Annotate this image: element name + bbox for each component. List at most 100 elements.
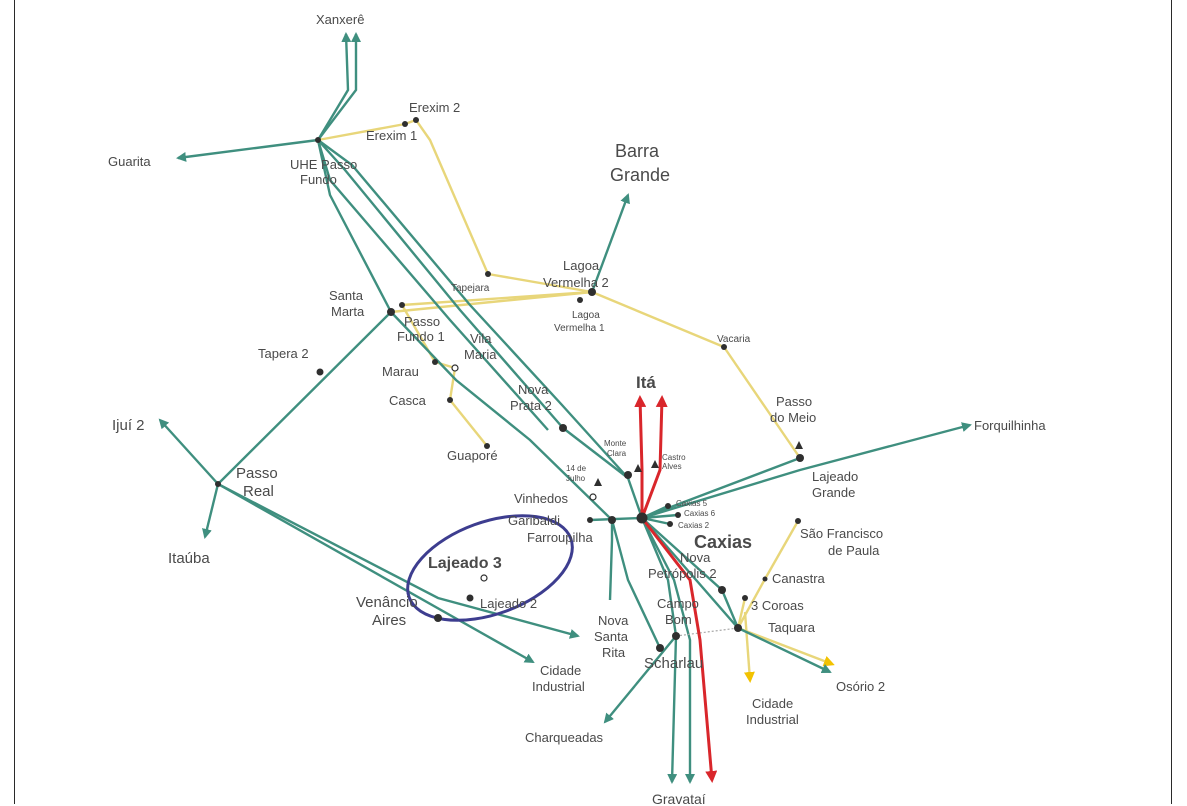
- line-santamarta-passoreal: [217, 311, 392, 485]
- label-ijui2: Ijuí 2: [112, 417, 145, 434]
- line-uhe-guarita: [176, 138, 319, 162]
- node-farroupilha: [608, 516, 616, 524]
- label-saofrancisco-1: São Francisco: [800, 526, 883, 541]
- node-uhe: [315, 137, 321, 143]
- node-vinhedos: [589, 493, 597, 501]
- label-lajeado2: Lajeado 2: [480, 596, 537, 611]
- line-passoreal-itauba: [202, 483, 220, 539]
- label-campobom-2: Bom: [665, 612, 692, 627]
- label-cidadeindE-1: Cidade: [752, 696, 793, 711]
- dotted-link-campo-taquara: [675, 627, 739, 637]
- line-passoreal-novasanta: [217, 482, 580, 639]
- line-uhe-caxias-1: [317, 139, 629, 479]
- label-scharlau: Scharlau: [644, 655, 703, 672]
- node-3coroas: [742, 595, 748, 601]
- label-uhe-1: UHE Passo: [290, 157, 357, 172]
- node-passoreal: [215, 481, 221, 487]
- label-novaprata-1: Nova: [518, 382, 549, 397]
- label-farroupilha: Farroupilha: [527, 530, 594, 545]
- node-guapore: [484, 443, 490, 449]
- green-lines: [158, 32, 972, 784]
- node-lagoa2: [588, 288, 596, 296]
- node-tapejara: [485, 271, 491, 277]
- line-caxias-scharlau: [610, 519, 662, 649]
- label-vila-1: Vila: [470, 331, 492, 346]
- line-vila-casca: [448, 367, 457, 401]
- label-ita: Itá: [636, 373, 656, 392]
- line-erexim-tapejara: [415, 119, 490, 275]
- line-lagoa-vacaria: [591, 290, 725, 349]
- node-caxias2: [667, 521, 673, 527]
- line-caxias-forquilhinha: [641, 422, 972, 520]
- node-lagoa1: [577, 297, 583, 303]
- substation-nodes: [215, 117, 804, 652]
- line-vacaria-lajeado: [723, 346, 801, 459]
- node-marau: [432, 359, 438, 365]
- map-labels: Xanxerê Erexim 2 Erexim 1 Guarita UHE Pa…: [108, 12, 1046, 806]
- label-osorio2: Osório 2: [836, 679, 885, 694]
- label-barra-2: Grande: [610, 165, 670, 185]
- line-passoreal-ijui: [158, 418, 219, 485]
- node-lajeadogrande: [796, 454, 804, 462]
- label-novapetropolis-2: Petrópolis 2: [648, 566, 717, 581]
- line-passoreal-cidade: [217, 482, 535, 664]
- red-lines: [634, 395, 718, 783]
- node-erexim2: [413, 117, 419, 123]
- line-santamarta-caxias: [390, 311, 613, 521]
- line-tapejara-lagoa: [487, 272, 593, 294]
- node-scharlau: [656, 644, 664, 652]
- label-passomeio-1: Passo: [776, 394, 812, 409]
- label-lagoa2-2: Vermelha 2: [543, 275, 609, 290]
- line-uhe-xanxere-b: [317, 32, 361, 141]
- node-lajeado3: [480, 574, 488, 582]
- triangle-14dejulho: [594, 478, 602, 486]
- label-cidadeind-2: Industrial: [532, 679, 585, 694]
- node-caxias5: [665, 503, 671, 509]
- label-campobom-1: Campo: [657, 596, 699, 611]
- line-taquara-osorio-y: [737, 626, 835, 667]
- line-lagoa-passofundo: [401, 290, 593, 307]
- label-passomeio-2: do Meio: [770, 410, 816, 425]
- line-garibaldi-caxias: [589, 516, 643, 522]
- label-saofrancisco-2: de Paula: [828, 543, 880, 558]
- node-campobom: [672, 632, 680, 640]
- label-venancio-1: Venâncio: [356, 594, 418, 611]
- label-garibaldi: Garibaldi: [508, 513, 560, 528]
- label-itauba: Itaúba: [168, 550, 210, 567]
- line-3coroas-taquara: [736, 597, 747, 629]
- label-lagoa2-1: Lagoa: [563, 258, 600, 273]
- line-uhe-novaprata-1: [316, 139, 549, 431]
- label-charqueadas: Charqueadas: [525, 730, 604, 745]
- plant-markers: [594, 441, 803, 486]
- line-uhe-santamarta: [316, 139, 393, 313]
- node-caxias6: [675, 512, 681, 518]
- triangle-castroalves: [651, 460, 659, 468]
- node-canastra: [762, 576, 768, 582]
- node-tapera2: [316, 368, 324, 376]
- lajeado3-highlight-ellipse: [406, 514, 574, 622]
- label-taquara: Taquara: [768, 620, 816, 635]
- label-passofundo1-1: Passo: [404, 314, 440, 329]
- line-caxias-gravatai-red: [640, 517, 718, 783]
- node-venancio: [434, 614, 442, 622]
- label-vila-2: Maria: [464, 347, 497, 362]
- label-xanxere: Xanxerê: [316, 12, 364, 27]
- node-casca: [447, 397, 453, 403]
- label-marau: Marau: [382, 364, 419, 379]
- label-lajeadogrande-1: Lajeado: [812, 469, 858, 484]
- line-caxias-gravatai-2: [640, 517, 695, 784]
- label-canastra: Canastra: [772, 571, 826, 586]
- label-vacaria: Vacaria: [717, 334, 751, 345]
- line-caxias-gravatai-1: [640, 517, 678, 784]
- label-passofundo1-2: Fundo 1: [397, 329, 445, 344]
- node-garibaldi: [587, 517, 593, 523]
- line-caxias-ita-2: [640, 395, 668, 519]
- label-novasanta-1: Nova: [598, 613, 629, 628]
- line-canastra-taquara: [736, 578, 767, 629]
- node-saofrancisco: [795, 518, 801, 524]
- line-taquara-cidade-y: [743, 611, 755, 683]
- line-casca-guapore: [449, 399, 488, 447]
- line-uhe-novaprata-2: [317, 139, 564, 429]
- label-tapera2: Tapera 2: [258, 346, 309, 361]
